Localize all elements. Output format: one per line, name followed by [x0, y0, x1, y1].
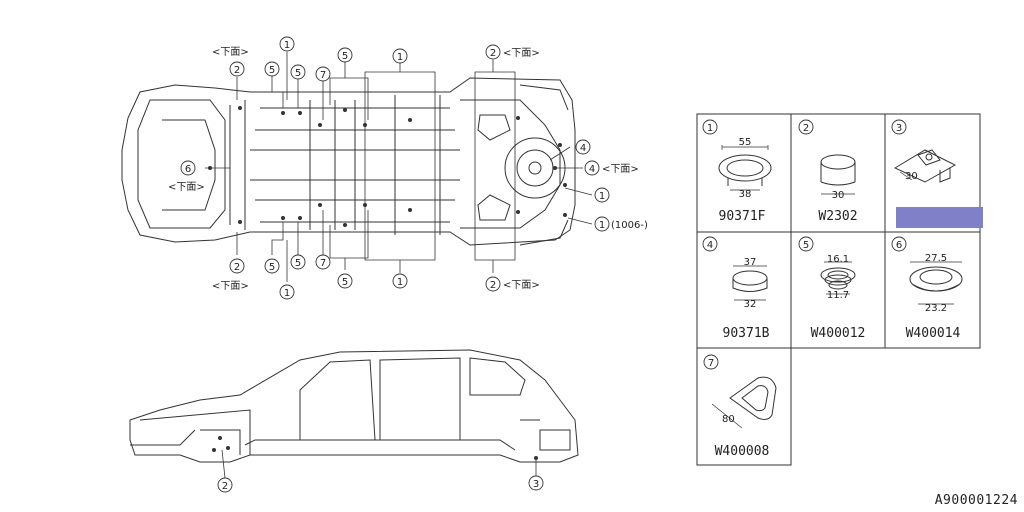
- part-cell-1: 1 55 38 90371F: [702, 119, 772, 224]
- dim-37: 37: [744, 257, 757, 268]
- callout-3: 3: [533, 479, 539, 490]
- part-number-90371F: 90371F: [719, 209, 766, 224]
- part-num-5: 5: [803, 240, 809, 251]
- highlight-bar: [896, 207, 983, 228]
- bottom-face-labels: <下面> <下面> <下面> <下面> <下面> <下面> (1006-): [168, 47, 648, 292]
- part-num-4: 4: [707, 240, 713, 251]
- dim-11-7: 11.7: [827, 290, 849, 301]
- callout-2: 2: [490, 280, 496, 291]
- plug-90371B-icon: [732, 265, 768, 301]
- diagram-reference-code: A900001224: [934, 493, 1018, 508]
- callout-2: 2: [234, 262, 240, 273]
- callout-markers-top: [180, 36, 610, 300]
- callout-1: 1: [599, 220, 605, 231]
- part-number-90371B: 90371B: [723, 326, 770, 341]
- bottom-face-label: <下面>: [212, 47, 249, 58]
- part-cell-4: 4 37 32 90371B: [702, 236, 770, 341]
- dim-30: 30: [832, 190, 845, 201]
- cap-W2302-icon: [820, 154, 856, 195]
- part-number-W400014: W400014: [906, 326, 961, 341]
- dim-32: 32: [744, 299, 757, 310]
- dim-30: 30: [905, 171, 918, 182]
- callout-1: 1: [397, 52, 403, 63]
- callout-1: 1: [284, 288, 290, 299]
- leader-lines: [205, 52, 593, 282]
- bottom-face-label: <下面>: [602, 164, 639, 175]
- clip-icon: [893, 149, 957, 183]
- callout-7: 7: [320, 258, 326, 269]
- dim-38: 38: [739, 189, 752, 200]
- side-body-view: [129, 349, 579, 479]
- callout-5: 5: [269, 262, 275, 273]
- part-num-6: 6: [896, 240, 902, 251]
- bottom-face-label: <下面>: [168, 182, 205, 193]
- part-number-W400008: W400008: [715, 444, 770, 459]
- part-number-W2302: W2302: [818, 209, 857, 224]
- part-cell-7: 7 80 W400008: [703, 354, 777, 459]
- dim-23-2: 23.2: [925, 303, 947, 314]
- callout-1: 1: [397, 277, 403, 288]
- plug-90371F-icon: [718, 145, 772, 191]
- callout-numbers-top: 1 2 5 5 7 5 1 2 6 4 4 1 1 2 5 5 1 7 5 1 …: [185, 40, 605, 299]
- part-num-2: 2: [803, 123, 809, 134]
- applicable-from-label: (1006-): [611, 220, 648, 231]
- part-num-1: 1: [707, 123, 713, 134]
- dim-16-1: 16.1: [827, 254, 849, 265]
- callout-6: 6: [185, 164, 191, 175]
- part-num-3: 3: [896, 123, 902, 134]
- callout-7: 7: [320, 70, 326, 81]
- bottom-face-label: <下面>: [503, 280, 540, 291]
- part-num-7: 7: [708, 358, 714, 369]
- grommet-W400008-icon: [711, 376, 777, 429]
- parts-table: [696, 113, 981, 466]
- dim-55: 55: [739, 137, 752, 148]
- part-cell-6: 6 27.5 23.2 W400014: [891, 236, 963, 341]
- callout-1: 1: [284, 40, 290, 51]
- part-number-W400012: W400012: [811, 326, 866, 341]
- bottom-face-label: <下面>: [212, 281, 249, 292]
- callout-5: 5: [269, 65, 275, 76]
- callout-2: 2: [490, 48, 496, 59]
- part-cell-3: 3 30: [891, 119, 983, 228]
- callout-4: 4: [589, 164, 595, 175]
- bottom-face-label: <下面>: [503, 48, 540, 59]
- callout-1: 1: [599, 191, 605, 202]
- callout-2: 2: [222, 481, 228, 492]
- callout-markers-side: [217, 475, 544, 493]
- dim-80: 80: [722, 414, 735, 425]
- part-cell-2: 2 30 W2302: [798, 119, 858, 224]
- callout-5: 5: [342, 277, 348, 288]
- callout-5: 5: [295, 68, 301, 79]
- callout-2: 2: [234, 65, 240, 76]
- callout-5: 5: [295, 258, 301, 269]
- callout-5: 5: [342, 51, 348, 62]
- grommet-W400014-icon: [909, 261, 963, 305]
- grommet-W400012-icon: [820, 261, 856, 295]
- part-cell-5: 5 16.1 11.7 W400012: [798, 236, 866, 341]
- callout-4: 4: [580, 143, 586, 154]
- dim-27-5: 27.5: [925, 253, 947, 264]
